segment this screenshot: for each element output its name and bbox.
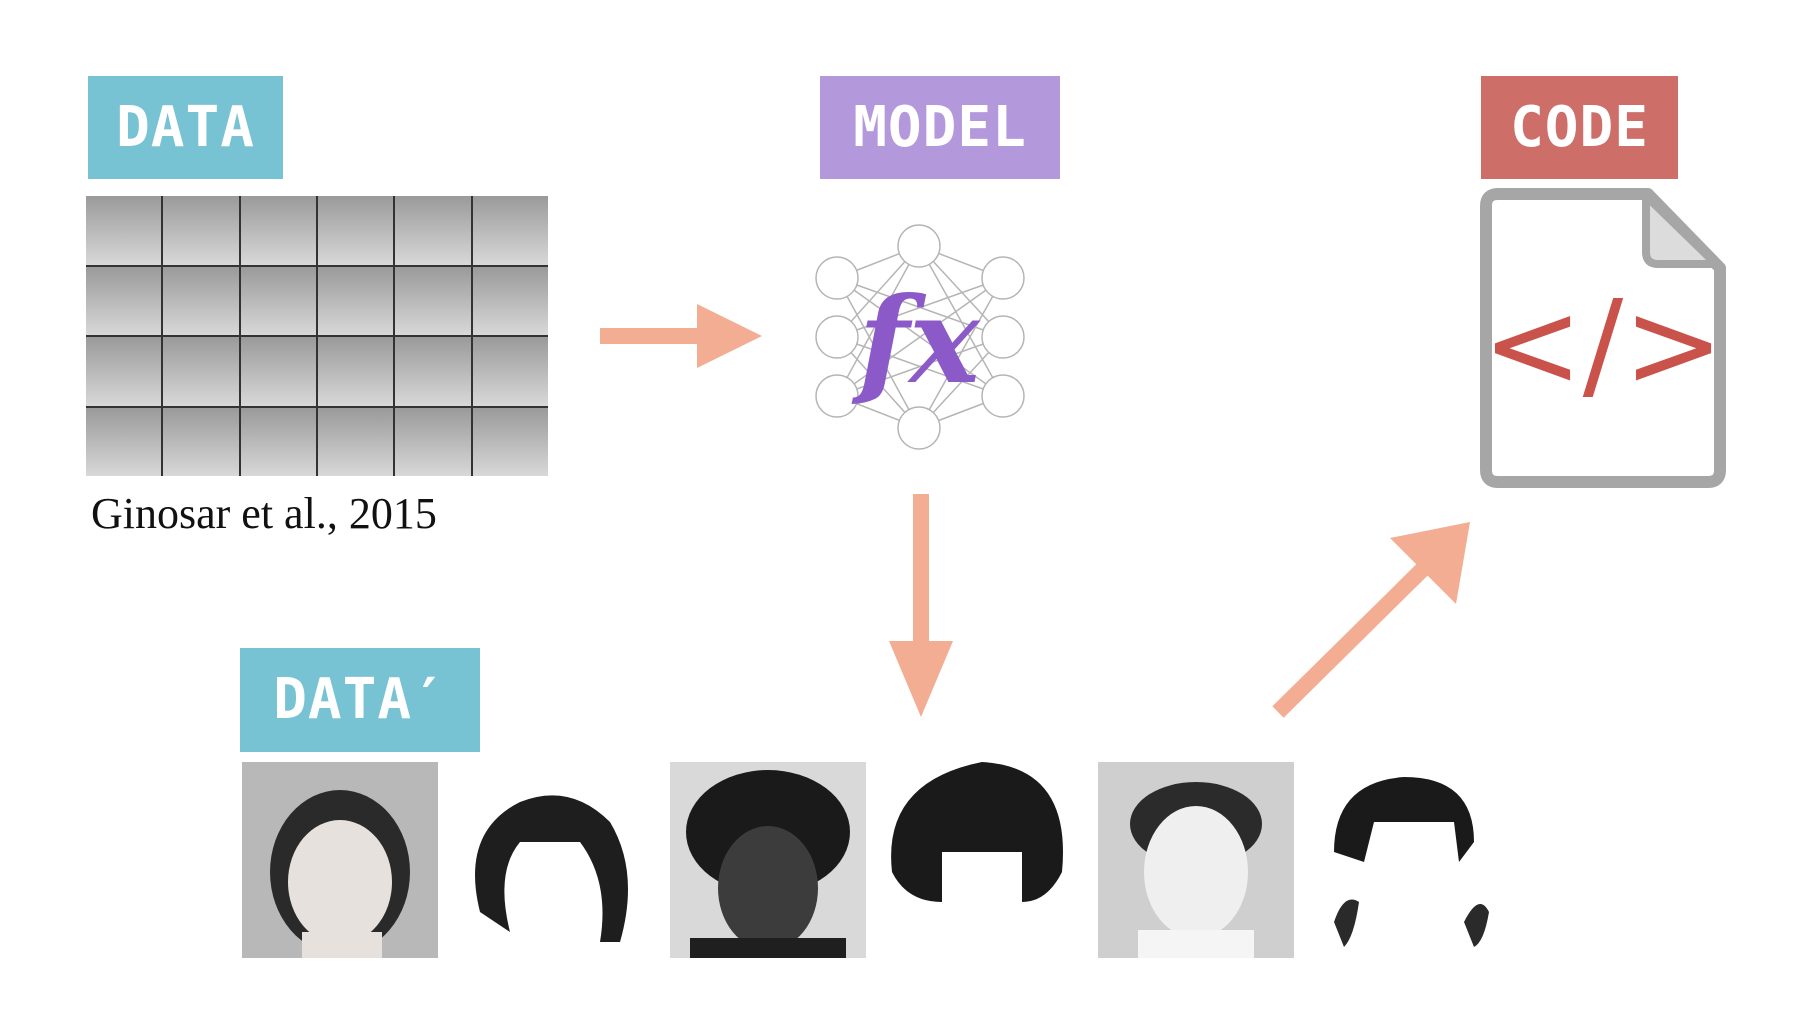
- data-label: DATA: [88, 76, 283, 179]
- face-photo: [240, 337, 316, 406]
- code-label: CODE: [1481, 76, 1678, 179]
- code-file-icon: [1480, 188, 1726, 488]
- hair-mask: [891, 762, 1063, 902]
- face-photo: [395, 196, 471, 265]
- face-photo: [318, 196, 394, 265]
- portrait-photo: [1098, 762, 1294, 958]
- face-photo: [395, 337, 471, 406]
- face-photo: [318, 337, 394, 406]
- neural-network-icon: [815, 224, 1025, 450]
- face-photo: [472, 337, 548, 406]
- face-photo: [318, 266, 394, 335]
- face-photo: [472, 266, 548, 335]
- face-photo: [86, 407, 162, 476]
- face-photo: [86, 337, 162, 406]
- hair-mask: [475, 795, 628, 942]
- code-symbol: </>: [1482, 276, 1724, 415]
- arrow-icon: [1272, 522, 1470, 718]
- face-photo: [318, 407, 394, 476]
- face-photo: [163, 337, 239, 406]
- face-photo: [240, 266, 316, 335]
- face-photo: [240, 196, 316, 265]
- face-photo: [86, 266, 162, 335]
- arrow-icon: [600, 304, 762, 368]
- face-photo: [86, 196, 162, 265]
- portrait-photo: [670, 762, 866, 958]
- face-photo: [240, 407, 316, 476]
- face-photo-grid: [86, 196, 548, 476]
- function-symbol: fx: [851, 271, 981, 410]
- citation-text: Ginosar et al., 2015: [91, 489, 437, 538]
- face-photo: [472, 196, 548, 265]
- data-prime-label: DATA′: [240, 648, 480, 752]
- hair-mask: [1334, 777, 1489, 947]
- face-photo: [395, 266, 471, 335]
- model-label: MODEL: [820, 76, 1060, 179]
- face-photo: [395, 407, 471, 476]
- portrait-photo: [242, 762, 438, 958]
- face-photo: [163, 196, 239, 265]
- face-photo: [163, 266, 239, 335]
- face-photo: [472, 407, 548, 476]
- arrow-icon: [889, 494, 953, 717]
- face-photo: [163, 407, 239, 476]
